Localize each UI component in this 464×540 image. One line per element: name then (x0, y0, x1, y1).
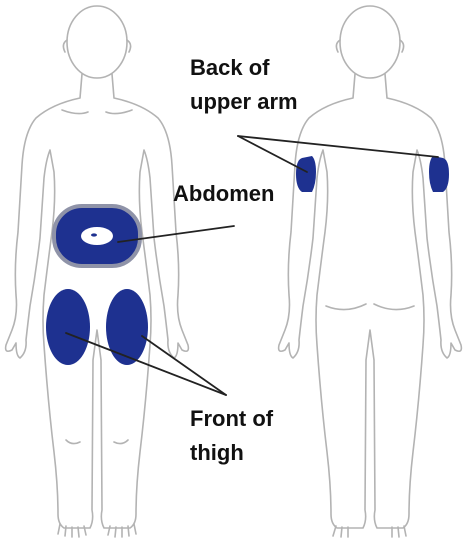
back-head (340, 6, 400, 78)
front-body-figure (6, 6, 189, 537)
left-thigh-site (46, 289, 90, 365)
back-body-outline (279, 74, 462, 528)
front-of-thigh-label-line1: Front of (190, 402, 273, 436)
front-of-thigh-label: Front of thigh (190, 402, 273, 470)
abdomen-site-navel-zone (81, 227, 113, 245)
front-of-thigh-label-line2: thigh (190, 436, 273, 470)
front-body-outline (6, 74, 189, 528)
right-thigh-site (106, 289, 148, 365)
back-body-figure (279, 6, 462, 537)
thigh-pointer-right (142, 336, 226, 395)
back-of-upper-arm-label-line1: Back of (190, 51, 298, 85)
arm-pointer-right (238, 136, 438, 157)
front-head (67, 6, 127, 78)
abdomen-label: Abdomen (173, 177, 274, 211)
navel-dot (91, 233, 97, 236)
back-of-upper-arm-label: Back of upper arm (190, 51, 298, 119)
abdomen-label-text: Abdomen (173, 177, 274, 211)
left-upper-arm-site (296, 156, 316, 192)
back-of-upper-arm-label-line2: upper arm (190, 85, 298, 119)
right-upper-arm-site (429, 156, 449, 192)
